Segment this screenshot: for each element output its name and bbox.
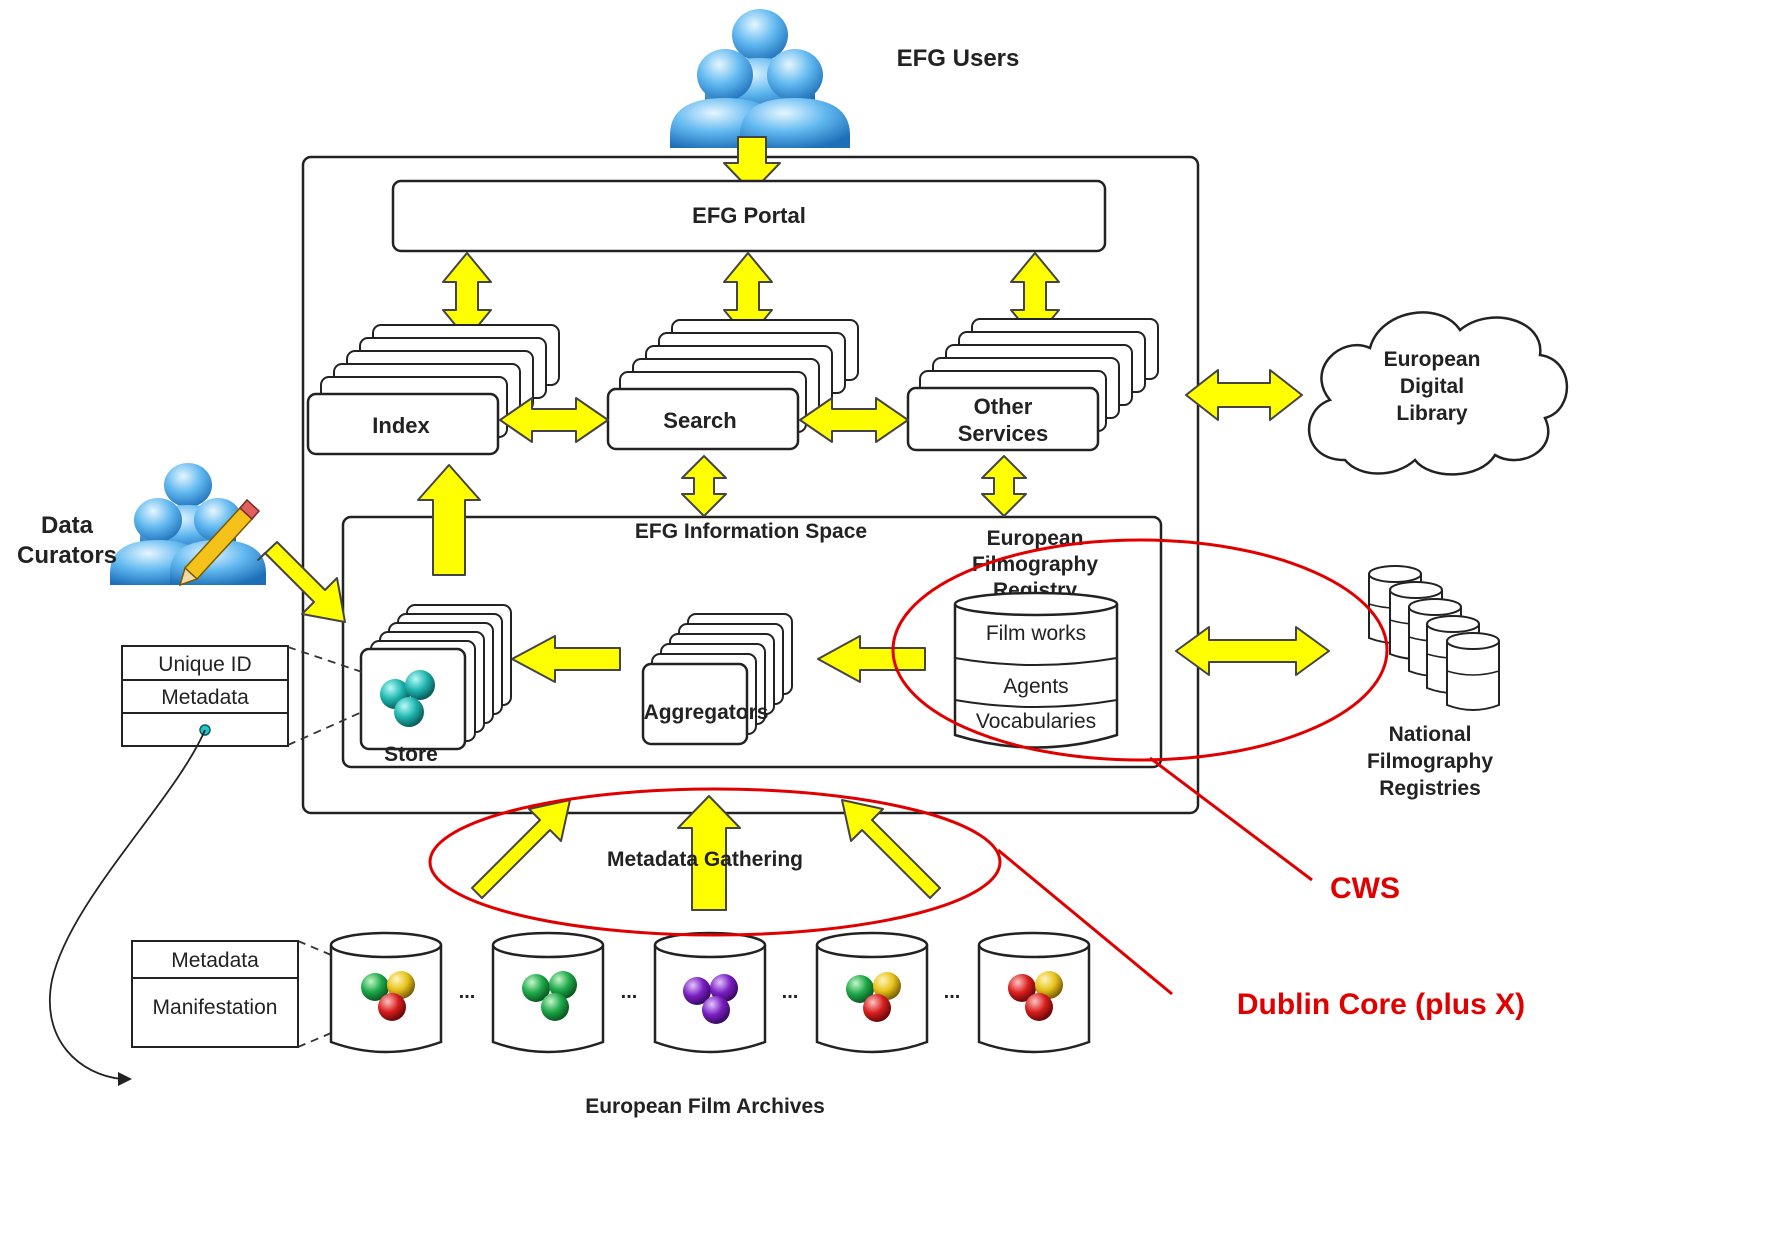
archive-db-3 (653, 931, 767, 1054)
arrow-search-infospace (681, 455, 727, 517)
other-services-label-2: Services (958, 421, 1049, 446)
index-stack (306, 324, 560, 456)
nfr-database-icon (1368, 565, 1500, 711)
manifestation-label: Manifestation (153, 996, 278, 1019)
archive-db-1 (329, 931, 443, 1054)
archive-db-2 (491, 931, 605, 1054)
arrow-store-to-index (417, 464, 481, 576)
efg-portal-label: EFG Portal (692, 203, 806, 228)
efr-database-icon (953, 591, 1119, 749)
record-box-bottom (131, 940, 299, 1048)
dublin-core-label: Dublin Core (plus X) (1237, 988, 1525, 1021)
arrow-other-infospace (981, 455, 1027, 517)
users-icon (670, 9, 850, 148)
search-stack (606, 319, 859, 451)
data-curators-label-2: Curators (17, 542, 117, 569)
film-works-label: Film works (986, 622, 1086, 645)
cws-pointer-line (1149, 756, 1313, 882)
store-label: Store (384, 743, 438, 766)
ellipsis-3: ... (782, 981, 799, 1003)
aggregators-label: Aggregators (644, 701, 769, 724)
arrow-users-to-portal (723, 136, 781, 193)
nfr-label-2: Filmography (1367, 750, 1493, 773)
agents-label: Agents (1003, 675, 1068, 698)
arrow-efg-edl (1185, 369, 1303, 421)
edl-label-3: Library (1396, 402, 1468, 425)
efr-label-1: European (987, 527, 1084, 550)
archive-db-5 (977, 931, 1091, 1054)
unique-id-label: Unique ID (158, 653, 251, 676)
cws-highlight-ellipse (891, 538, 1389, 762)
search-label: Search (663, 408, 736, 433)
ellipsis-2: ... (621, 981, 638, 1003)
store-molecule-icon (380, 670, 435, 727)
other-services-stack (906, 318, 1159, 452)
arrow-gathering-right (841, 799, 941, 899)
cloud-icon (1307, 311, 1569, 476)
arrow-efr-nfr (1175, 626, 1330, 676)
edl-label-2: Digital (1400, 375, 1464, 398)
aggregators-stack (641, 613, 793, 746)
dublin-core-highlight-ellipse (428, 787, 1002, 937)
nfr-label-1: National (1389, 723, 1472, 746)
arrow-index-search (499, 397, 609, 443)
vocabularies-label: Vocabularies (976, 710, 1096, 733)
metadata-bottom-label: Metadata (171, 949, 259, 972)
ellipsis-4: ... (944, 981, 961, 1003)
arrow-search-other (799, 397, 909, 443)
edl-label-1: European (1384, 348, 1481, 371)
arrow-gathering-left (471, 799, 571, 899)
nfr-label-3: Registries (1379, 777, 1481, 800)
efg-users-label: EFG Users (897, 45, 1020, 72)
pencil-icon (178, 498, 261, 587)
european-film-archives-label: European Film Archives (585, 1095, 825, 1118)
index-label: Index (372, 413, 430, 438)
efg-portal-box (391, 179, 1107, 253)
data-curators-label-1: Data (41, 512, 94, 539)
archive-db-4 (815, 931, 929, 1054)
arrow-curators-to-store (257, 541, 346, 623)
ellipsis-1: ... (459, 981, 476, 1003)
link-arrowhead (118, 1072, 132, 1086)
efg-information-space-label: EFG Information Space (635, 520, 867, 543)
efr-label-2: Filmography (972, 553, 1098, 576)
other-services-label-1: Other (974, 394, 1033, 419)
arrow-aggregators-to-store (511, 635, 621, 683)
arrow-gathering-center (677, 795, 741, 911)
cws-label: CWS (1330, 872, 1400, 905)
metadata-top-label: Metadata (161, 686, 249, 709)
curator-users-icon (110, 463, 266, 585)
link-curve (49, 729, 206, 1080)
dublin-core-pointer-line (997, 848, 1173, 996)
metadata-gathering-label: Metadata Gathering (607, 848, 803, 871)
arrow-efr-to-aggregators (817, 635, 926, 683)
